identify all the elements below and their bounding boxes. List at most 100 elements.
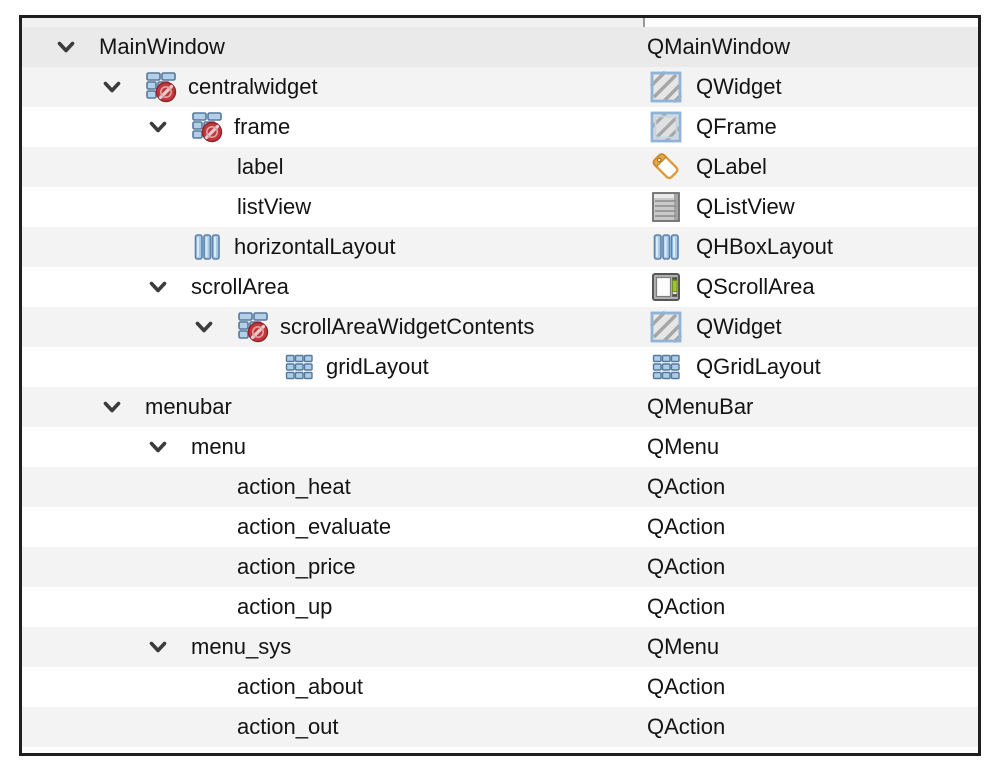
chevron-down-icon[interactable] xyxy=(195,321,213,333)
class-name-label: QMainWindow xyxy=(647,34,791,59)
object-name-label: action_price xyxy=(237,554,356,579)
object-name-cell: action_out xyxy=(22,707,643,747)
object-name-label: MainWindow xyxy=(99,34,225,59)
object-name-label: scrollAreaWidgetContents xyxy=(280,314,535,339)
class-name-label: QScrollArea xyxy=(696,274,815,299)
hbox-layout-icon xyxy=(191,231,223,263)
expand-chevron-slot[interactable] xyxy=(193,707,237,747)
class-name-cell: QWidget xyxy=(643,307,978,347)
class-name-cell: QGridLayout xyxy=(643,347,978,387)
broken-layout-widget-icon xyxy=(237,311,269,343)
expand-chevron-slot[interactable] xyxy=(147,427,191,467)
expand-chevron-slot[interactable] xyxy=(55,27,99,67)
object-name-cell: scrollAreaWidgetContents xyxy=(22,307,643,347)
hbox-layout-icon xyxy=(650,231,682,263)
tree-row-action_out[interactable]: action_out QAction xyxy=(22,707,978,747)
chevron-down-icon[interactable] xyxy=(149,281,167,293)
object-name-label: action_out xyxy=(237,714,339,739)
object-name-label: action_about xyxy=(237,674,363,699)
class-name-cell: QListView xyxy=(643,187,978,227)
tree-row-horizontalLayout[interactable]: horizontalLayout QHBoxLayout xyxy=(22,227,978,267)
expand-chevron-slot[interactable] xyxy=(147,267,191,307)
tree-row-MainWindow[interactable]: MainWindow QMainWindow xyxy=(22,27,978,67)
object-column-header xyxy=(22,18,643,27)
class-name-label: QAction xyxy=(647,554,726,579)
class-name-cell: QWidget xyxy=(643,67,978,107)
object-name-cell: frame xyxy=(22,107,643,147)
qframe-icon xyxy=(650,111,682,143)
class-name-label: QWidget xyxy=(696,314,782,339)
object-name-label: label xyxy=(237,154,284,179)
tree-row-frame[interactable]: frame QFrame xyxy=(22,107,978,147)
class-name-cell: QAction xyxy=(643,547,978,587)
tree-row-action_heat[interactable]: action_heat QAction xyxy=(22,467,978,507)
object-name-label: menu_sys xyxy=(191,634,292,659)
class-name-label: QMenu xyxy=(647,434,720,459)
tree-row-scrollAreaWidgetContents[interactable]: scrollAreaWidgetContents QWidget xyxy=(22,307,978,347)
expand-chevron-slot[interactable] xyxy=(147,107,191,147)
qwidget-icon xyxy=(650,71,682,103)
qlistview-icon xyxy=(650,191,682,223)
class-name-label: QWidget xyxy=(696,74,782,99)
object-name-cell: horizontalLayout xyxy=(22,227,643,267)
expand-chevron-slot[interactable] xyxy=(101,67,145,107)
class-name-cell: QAction xyxy=(643,467,978,507)
tree-row-action_price[interactable]: action_price QAction xyxy=(22,547,978,587)
qwidget-icon xyxy=(650,311,682,343)
class-name-cell: QAction xyxy=(643,507,978,547)
chevron-down-icon[interactable] xyxy=(103,81,121,93)
expand-chevron-slot[interactable] xyxy=(239,347,283,387)
object-name-label: action_evaluate xyxy=(237,514,392,539)
tree-row-centralwidget[interactable]: centralwidget QWidget xyxy=(22,67,978,107)
tree-row-menu_sys[interactable]: menu_sys QMenu xyxy=(22,627,978,667)
column-separator[interactable] xyxy=(643,18,645,27)
class-name-label: QAction xyxy=(647,474,726,499)
tree-row-menu[interactable]: menu QMenu xyxy=(22,427,978,467)
chevron-down-icon[interactable] xyxy=(57,41,75,53)
object-name-label: gridLayout xyxy=(326,354,429,379)
object-name-cell: action_about xyxy=(22,667,643,707)
column-header-strip xyxy=(22,18,978,27)
expand-chevron-slot[interactable] xyxy=(193,147,237,187)
class-name-cell: QHBoxLayout xyxy=(643,227,978,267)
class-name-label: QMenu xyxy=(647,634,720,659)
object-name-cell: scrollArea xyxy=(22,267,643,307)
expand-chevron-slot[interactable] xyxy=(193,547,237,587)
chevron-down-icon[interactable] xyxy=(149,641,167,653)
object-name-cell: centralwidget xyxy=(22,67,643,107)
object-name-cell: action_price xyxy=(22,547,643,587)
tree-row-action_about[interactable]: action_about QAction xyxy=(22,667,978,707)
tree-row-label[interactable]: label QLabel xyxy=(22,147,978,187)
object-name-label: action_heat xyxy=(237,474,351,499)
object-name-cell: gridLayout xyxy=(22,347,643,387)
expand-chevron-slot[interactable] xyxy=(193,467,237,507)
tree-row-action_evaluate[interactable]: action_evaluate QAction xyxy=(22,507,978,547)
tree-row-action_up[interactable]: action_up QAction xyxy=(22,587,978,627)
expand-chevron-slot[interactable] xyxy=(193,187,237,227)
object-name-cell: action_heat xyxy=(22,467,643,507)
tree-row-scrollArea[interactable]: scrollArea QScrollArea xyxy=(22,267,978,307)
class-name-label: QMenuBar xyxy=(647,394,754,419)
expand-chevron-slot[interactable] xyxy=(193,307,237,347)
expand-chevron-slot[interactable] xyxy=(147,227,191,267)
object-name-cell: menubar xyxy=(22,387,643,427)
tree-row-menubar[interactable]: menubar QMenuBar xyxy=(22,387,978,427)
class-name-label: QAction xyxy=(647,674,726,699)
expand-chevron-slot[interactable] xyxy=(101,387,145,427)
class-name-cell: QLabel xyxy=(643,147,978,187)
chevron-down-icon[interactable] xyxy=(149,441,167,453)
class-name-label: QLabel xyxy=(696,154,767,179)
expand-chevron-slot[interactable] xyxy=(193,587,237,627)
class-name-label: QFrame xyxy=(696,114,777,139)
class-name-label: QAction xyxy=(647,514,726,539)
tree-row-listView[interactable]: listView QListView xyxy=(22,187,978,227)
object-name-label: centralwidget xyxy=(188,74,318,99)
expand-chevron-slot[interactable] xyxy=(193,507,237,547)
tree-row-gridLayout[interactable]: gridLayout QGridLayout xyxy=(22,347,978,387)
object-name-label: horizontalLayout xyxy=(234,234,396,259)
chevron-down-icon[interactable] xyxy=(149,121,167,133)
chevron-down-icon[interactable] xyxy=(103,401,121,413)
expand-chevron-slot[interactable] xyxy=(147,627,191,667)
object-tree: MainWindow QMainWindow centralwidget QWi… xyxy=(22,27,978,747)
expand-chevron-slot[interactable] xyxy=(193,667,237,707)
